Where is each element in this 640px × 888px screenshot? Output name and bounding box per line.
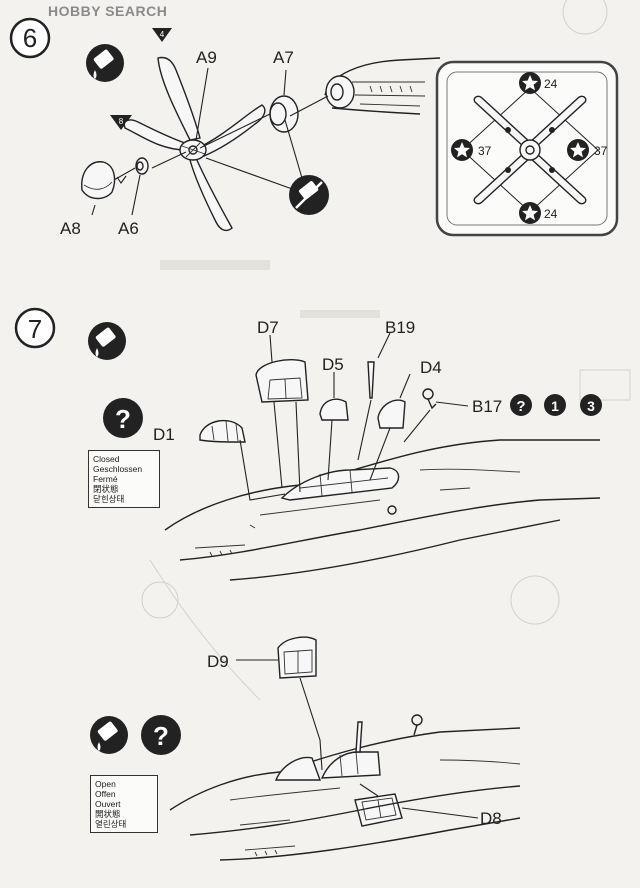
watermark: HOBBY SEARCH bbox=[48, 3, 168, 19]
choice-icon-small: ? bbox=[510, 394, 532, 416]
label-b19: B19 bbox=[385, 318, 415, 337]
svg-text:8: 8 bbox=[119, 117, 124, 126]
svg-text:24: 24 bbox=[544, 77, 558, 91]
label-b17: B17 bbox=[472, 397, 502, 416]
bleed-through bbox=[141, 0, 631, 701]
svg-text:7: 7 bbox=[28, 314, 42, 344]
svg-text:4: 4 bbox=[160, 30, 165, 39]
step-6-leaders bbox=[91, 67, 329, 216]
door-d8 bbox=[354, 793, 403, 827]
closed-legend: Closed Geschlossen Fermé 閉状態 닫힌상태 bbox=[88, 450, 160, 508]
star-decal-bottom: 24 bbox=[519, 202, 558, 224]
step-7: 7 ? Closed Geschlossen Fermé 閉状態 닫힌상태 bbox=[14, 307, 602, 861]
svg-text:37: 37 bbox=[478, 144, 492, 158]
choice-icon: ? bbox=[141, 715, 181, 755]
svg-text:?: ? bbox=[516, 398, 525, 415]
step-6: 6 4 8 bbox=[9, 17, 619, 238]
canopy-d1 bbox=[199, 419, 246, 443]
label-d8: D8 bbox=[480, 809, 502, 828]
svg-text:?: ? bbox=[153, 721, 169, 751]
antenna-b19 bbox=[367, 361, 375, 399]
svg-text:?: ? bbox=[115, 404, 131, 434]
label-a7: A7 bbox=[273, 48, 294, 67]
spinner-a8 bbox=[81, 161, 116, 200]
cement-icon bbox=[88, 322, 126, 360]
fuselage-nose bbox=[324, 57, 441, 115]
label-d9: D9 bbox=[207, 652, 229, 671]
svg-text:3: 3 bbox=[587, 398, 595, 414]
option-badge-1: 1 bbox=[544, 394, 566, 416]
no-cement-icon bbox=[289, 175, 329, 215]
label-d5: D5 bbox=[322, 355, 344, 374]
marker-8: 8 bbox=[110, 115, 132, 130]
label-d7: D7 bbox=[257, 318, 279, 337]
propeller-a9 bbox=[123, 56, 266, 232]
canopy-d5 bbox=[319, 398, 349, 421]
panel-d9 bbox=[277, 636, 317, 679]
star-decal-right: 37 bbox=[567, 139, 608, 161]
label-d1: D1 bbox=[153, 425, 175, 444]
cement-icon bbox=[90, 716, 128, 754]
fuselage-closed bbox=[164, 439, 601, 581]
label-d4: D4 bbox=[420, 358, 442, 377]
star-decal-left: 37 bbox=[451, 139, 492, 161]
label-a6: A6 bbox=[118, 219, 139, 238]
svg-text:6: 6 bbox=[23, 23, 37, 53]
step-7-top-leaders bbox=[239, 332, 469, 501]
cement-icon bbox=[86, 44, 124, 82]
option-badge-3: 3 bbox=[580, 394, 602, 416]
windshield-d7 bbox=[255, 358, 309, 403]
star-decal-top: 24 bbox=[519, 72, 558, 94]
decal-inset: 24 24 37 37 bbox=[435, 60, 619, 237]
canopy-d4 bbox=[377, 399, 406, 429]
step-6-number: 6 bbox=[9, 17, 51, 59]
marker-4: 4 bbox=[152, 28, 172, 42]
svg-text:1: 1 bbox=[551, 398, 559, 414]
step-7-number: 7 bbox=[14, 307, 56, 349]
label-a8: A8 bbox=[60, 219, 81, 238]
svg-text:37: 37 bbox=[594, 144, 608, 158]
part-b17 bbox=[422, 388, 437, 410]
choice-icon: ? bbox=[103, 398, 143, 438]
label-a9: A9 bbox=[196, 48, 217, 67]
fuselage-open bbox=[169, 714, 521, 861]
hub-a6 bbox=[135, 157, 149, 175]
step-7-bottom-leaders bbox=[236, 659, 479, 819]
open-legend: Open Offen Ouvert 開状態 열린상태 bbox=[90, 775, 158, 833]
svg-text:24: 24 bbox=[544, 207, 558, 221]
